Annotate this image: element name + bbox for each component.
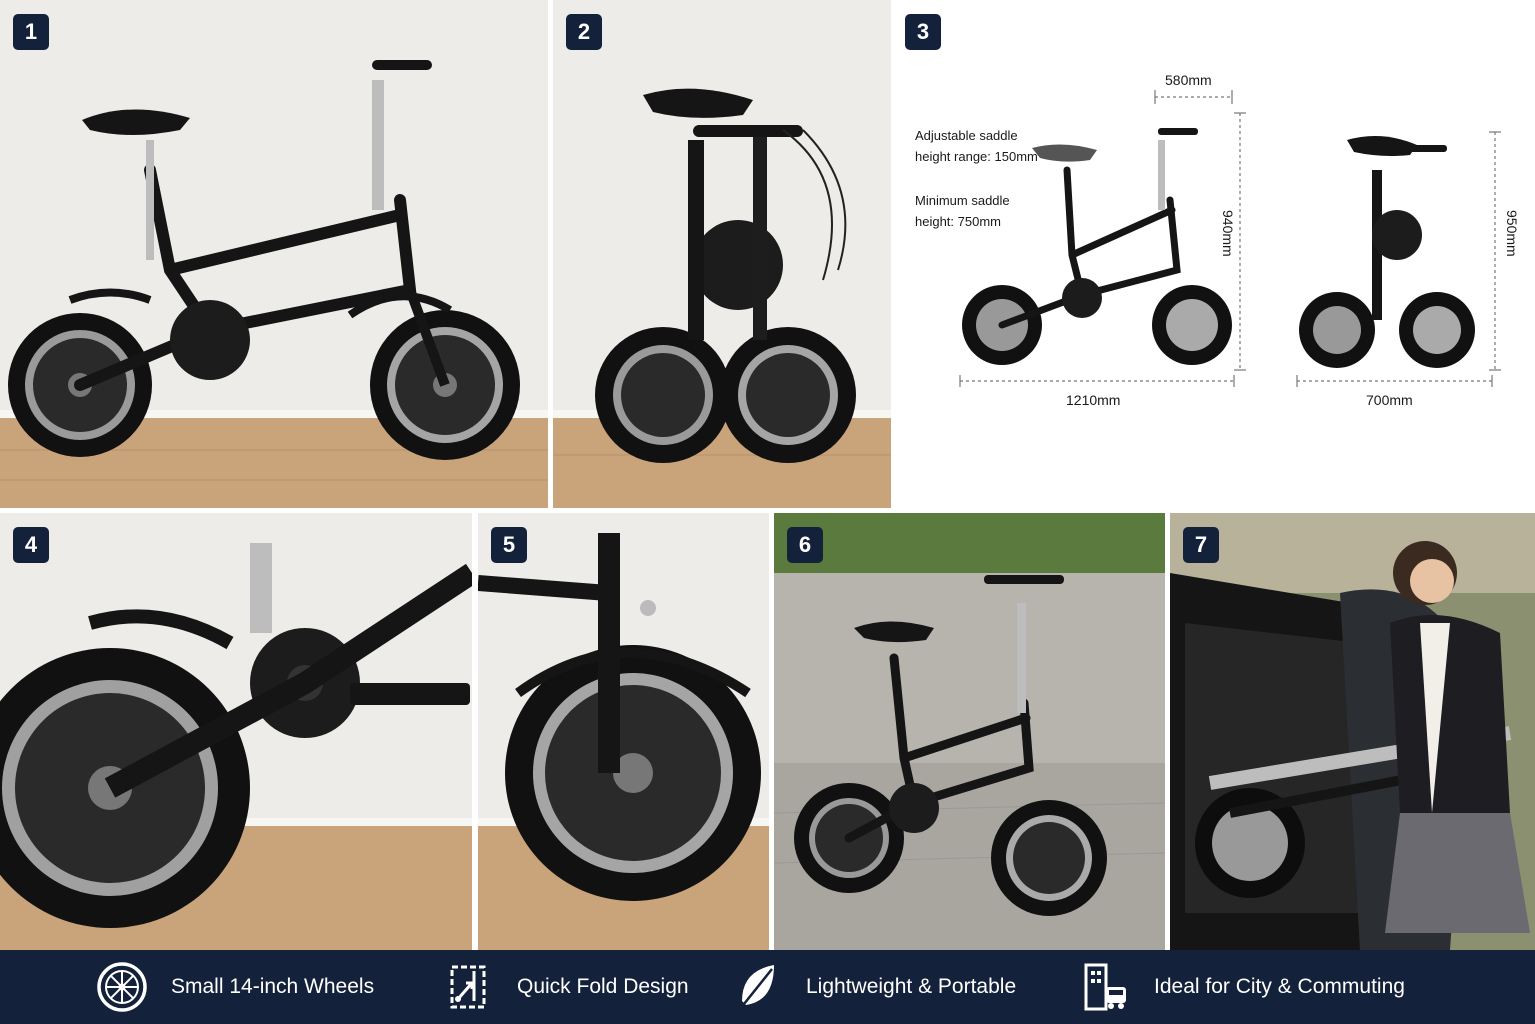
feather-icon: [730, 960, 784, 1014]
panel-front-wheel-closeup: 5: [478, 513, 769, 950]
panel-badge: 2: [566, 14, 602, 50]
car-trunk-photo: [1170, 513, 1535, 950]
panel-badge: 5: [491, 527, 527, 563]
panel-badge: 3: [905, 14, 941, 50]
outdoor-bike-photo: [774, 513, 1165, 950]
height-folded-label: 950mm: [1504, 210, 1520, 257]
city-icon: [1078, 960, 1132, 1014]
panel-badge: 1: [13, 14, 49, 50]
saddle-min-note: Minimum saddle height: 750mm: [915, 193, 1010, 229]
feature-city: Ideal for City & Commuting: [1078, 950, 1405, 1024]
panel-badge: 4: [13, 527, 49, 563]
feature-wheels: Small 14-inch Wheels: [95, 950, 374, 1024]
width-top-label: 580mm: [1165, 72, 1212, 88]
length-unfolded-label: 1210mm: [1066, 392, 1121, 408]
panel-outdoor-bike: 6: [774, 513, 1165, 950]
panel-unfolded-bike: 1: [0, 0, 548, 508]
panel-badge: 7: [1183, 527, 1219, 563]
wheel-icon: [95, 960, 149, 1014]
length-folded-label: 700mm: [1366, 392, 1413, 408]
unfolded-bike-photo: [0, 0, 548, 508]
panel-folded-bike: 2: [553, 0, 891, 508]
dimension-diagram: [959, 90, 1501, 387]
panel-car-trunk: 7: [1170, 513, 1535, 950]
feature-label: Quick Fold Design: [517, 975, 689, 998]
drivetrain-photo: [0, 513, 472, 950]
front-wheel-photo: [478, 513, 769, 950]
folded-bike-photo: [553, 0, 891, 508]
fold-icon: [441, 960, 495, 1014]
saddle-range-note: Adjustable saddle height range: 150mm: [915, 128, 1038, 164]
feature-label: Lightweight & Portable: [806, 975, 1017, 998]
feature-fold: Quick Fold Design: [441, 950, 689, 1024]
height-unfolded-label: 940mm: [1220, 210, 1236, 257]
panel-drivetrain-closeup: 4: [0, 513, 472, 950]
feature-label: Small 14-inch Wheels: [171, 975, 375, 998]
feature-bar: Small 14-inch Wheels Quick Fold Design: [0, 950, 1535, 1024]
panel-badge: 6: [787, 527, 823, 563]
panel-dimensions: 3 Adjustable saddle height range: 150mm …: [892, 0, 1535, 508]
feature-lightweight: Lightweight & Portable: [730, 950, 1016, 1024]
feature-label: Ideal for City & Commuting: [1154, 975, 1405, 998]
